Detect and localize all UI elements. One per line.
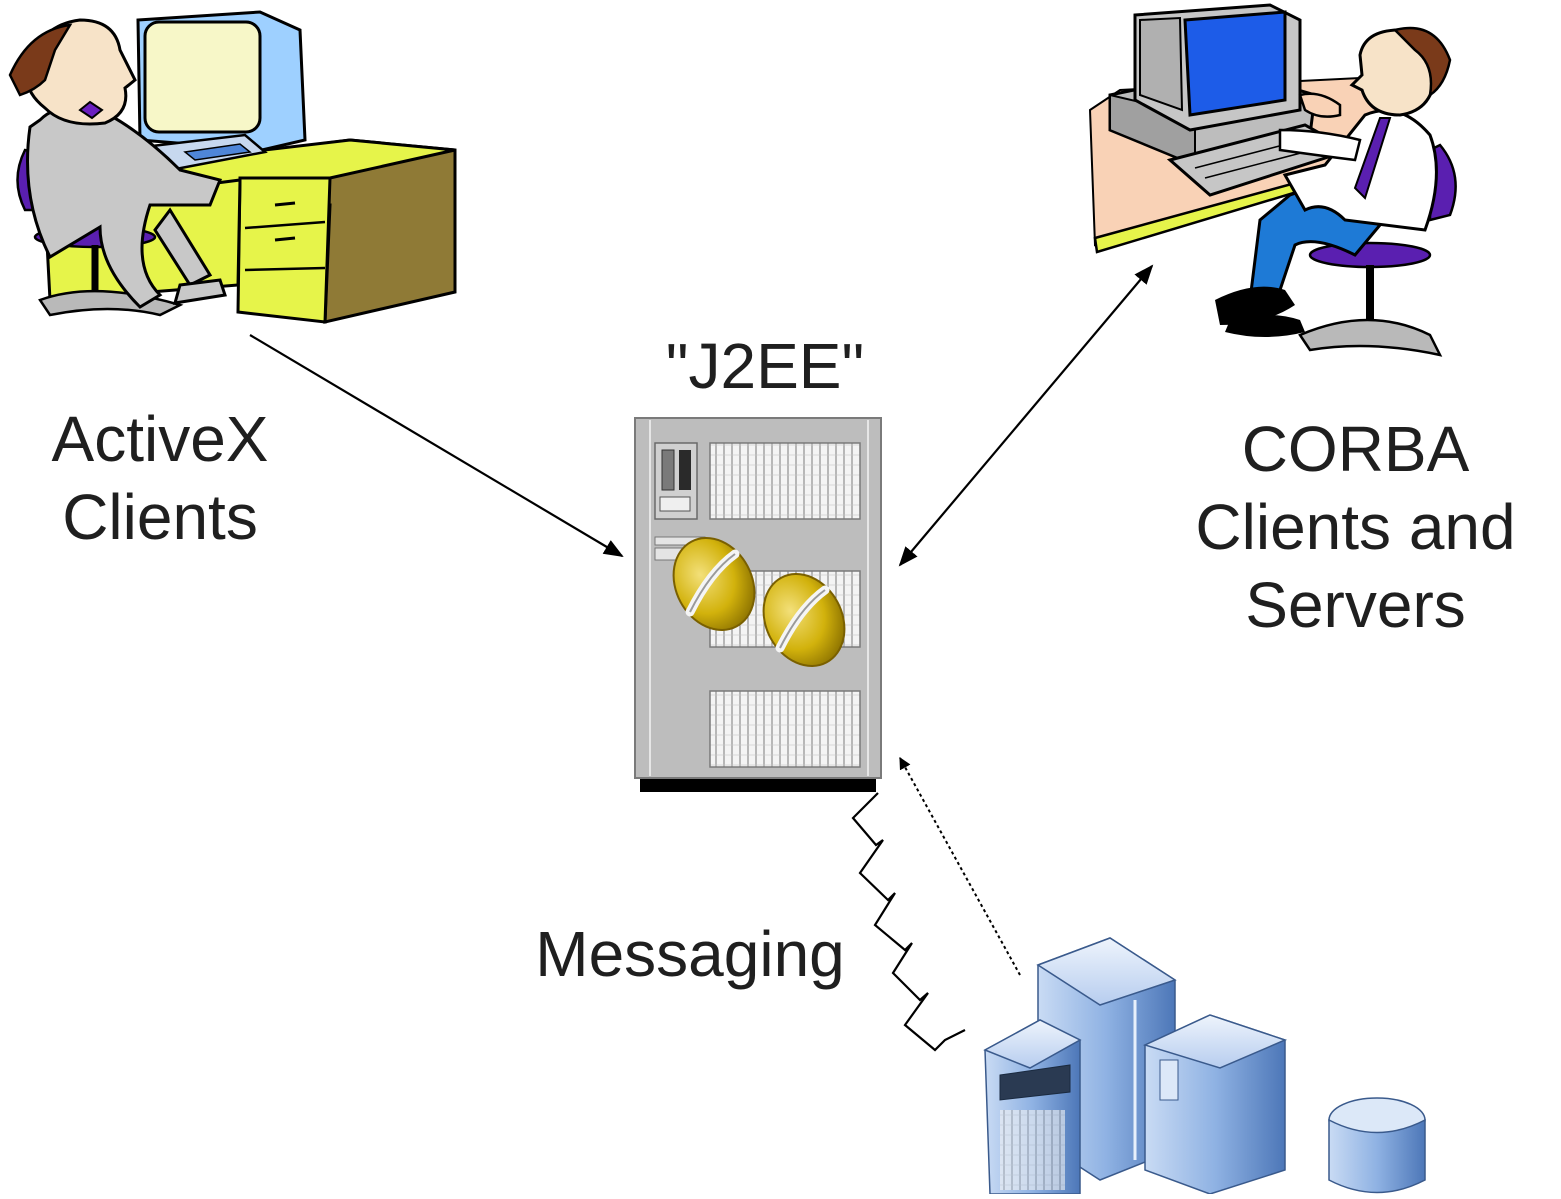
messaging-dotted-arrow <box>899 756 1021 976</box>
person-at-desk-computer-icon <box>8 10 457 324</box>
corba-clients-servers-label: CORBA Clients and Servers <box>1150 410 1561 644</box>
corba-label-line-2: Clients and <box>1195 491 1516 564</box>
messaging-zigzag-link-icon <box>851 792 966 1052</box>
messaging-label: Messaging <box>470 915 910 993</box>
activex-clients-label: ActiveX Clients <box>10 400 310 556</box>
person-at-workstation-icon <box>1088 3 1457 357</box>
messaging-label-text: Messaging <box>535 918 845 990</box>
activex-label-line-1: ActiveX <box>51 403 269 475</box>
activex-to-j2ee-arrow <box>249 334 624 558</box>
corba-j2ee-bidirectional-arrow <box>898 264 1154 567</box>
j2ee-label-text: "J2EE" <box>665 330 865 402</box>
activex-label-line-2: Clients <box>62 481 258 554</box>
corba-label-line-1: CORBA <box>1241 413 1470 485</box>
corba-label-line-3: Servers <box>1245 569 1466 642</box>
j2ee-label: "J2EE" <box>590 327 940 405</box>
server-tower-with-beans-icon <box>634 417 882 792</box>
server-cluster-with-database-icon <box>983 937 1426 1195</box>
